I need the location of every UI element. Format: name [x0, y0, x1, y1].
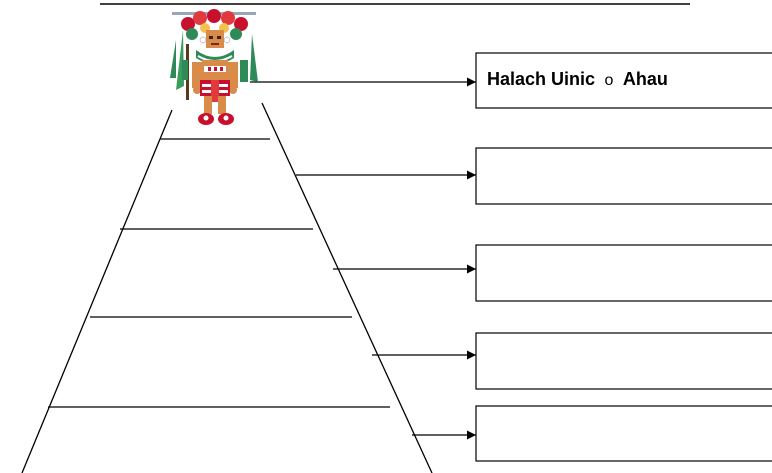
arrows — [250, 77, 476, 440]
label-box-5 — [475, 405, 772, 462]
label-box-1 — [475, 52, 772, 109]
label-box-4 — [475, 332, 772, 390]
label-box-3 — [475, 244, 772, 302]
pyramid-right-side — [261, 102, 433, 473]
label-box-2 — [475, 147, 772, 205]
box-title: Halach Uinic — [487, 69, 595, 89]
pyramid-left-side — [21, 109, 173, 473]
label-box-1-text: Halach Uinic o Ahau — [487, 69, 668, 89]
box-subtitle: Ahau — [623, 69, 668, 89]
pyramid — [21, 102, 433, 473]
mayan-ruler-figure-icon — [170, 9, 258, 125]
box-connector: o — [605, 72, 614, 89]
label-boxes — [475, 52, 772, 462]
